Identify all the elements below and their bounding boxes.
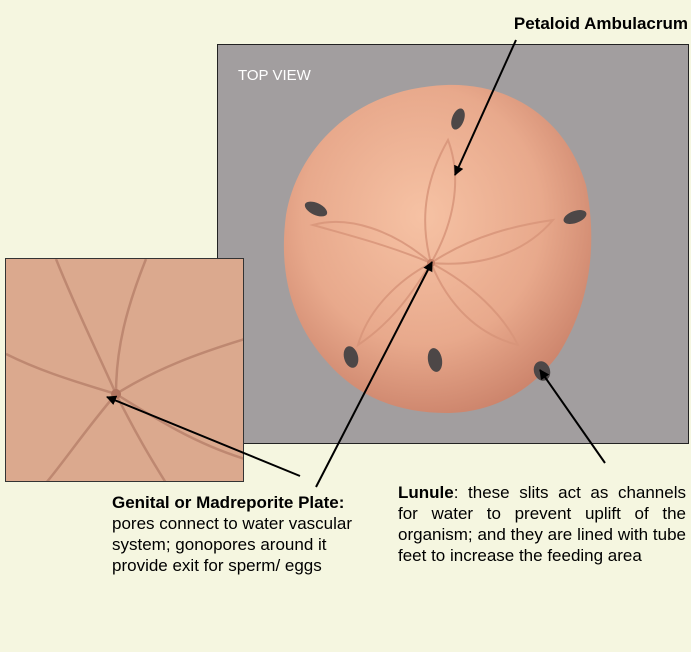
madreporite-center xyxy=(427,259,435,267)
main-photo: TOP VIEW xyxy=(217,44,689,444)
lunule-caption: Lunule: these slits act as channels for … xyxy=(398,482,686,566)
top-view-label: TOP VIEW xyxy=(238,67,311,84)
petaloid-ambulacrum-label: Petaloid Ambulacrum xyxy=(514,14,688,34)
genital-plate-caption: Genital or Madreporite Plate: pores conn… xyxy=(112,492,372,576)
closeup-illustration xyxy=(6,259,244,482)
sand-dollar-illustration xyxy=(218,45,689,444)
closeup-madreporite xyxy=(111,389,121,399)
genital-plate-description: pores connect to water vascular system; … xyxy=(112,514,352,575)
inset-closeup-photo xyxy=(5,258,244,482)
genital-plate-term: Genital or Madreporite Plate: xyxy=(112,493,344,512)
lunule-term: Lunule xyxy=(398,483,454,502)
